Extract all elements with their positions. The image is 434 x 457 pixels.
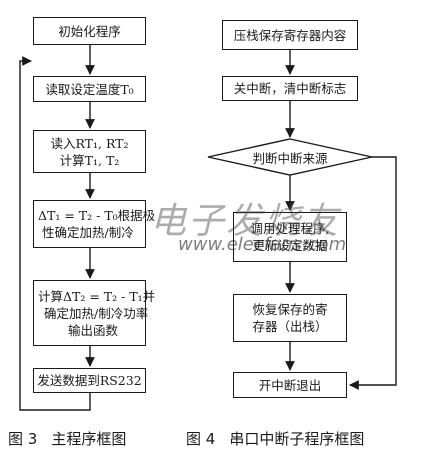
handler-box: 调用处理程序, 更新设定数据 bbox=[233, 212, 347, 262]
enable-exit-text: 开中断退出 bbox=[258, 377, 322, 393]
figure3-caption-num: 图 3 bbox=[8, 430, 38, 448]
decision-label: 判断中断来源 bbox=[252, 151, 328, 166]
read-rt-box: 读入RT₁, RT₂ 计算T₁, T₂ bbox=[33, 130, 146, 173]
delta-t1-line2: 性确定加热/制冷 bbox=[42, 225, 134, 240]
read-rt-line2: 计算T₁, T₂ bbox=[59, 152, 120, 168]
read-rt-line1: 读入RT₁, RT₂ bbox=[50, 135, 129, 151]
read-setpoint-box: 读取设定温度T₀ bbox=[33, 76, 146, 102]
figure4-caption-title: 串口中断子程序框图 bbox=[229, 430, 365, 448]
delta-t1-box: ΔT₁ = T₂ - T₀根据极 性确定加热/制冷 bbox=[33, 200, 155, 248]
init-program-box: 初始化程序 bbox=[33, 17, 146, 45]
send-rs232-text: 发送数据到RS232 bbox=[37, 373, 142, 388]
figure4-caption: 图 4 串口中断子程序框图 bbox=[186, 428, 364, 449]
bypass-branch-arrow bbox=[349, 156, 397, 390]
send-rs232-box: 发送数据到RS232 bbox=[33, 368, 146, 393]
enable-exit-box: 开中断退出 bbox=[233, 372, 347, 398]
disable-interrupt-box: 关中断，清中断标志 bbox=[222, 76, 358, 101]
push-stack-text: 压栈保存寄存器内容 bbox=[233, 27, 347, 43]
disable-interrupt-text: 关中断，清中断标志 bbox=[233, 81, 347, 96]
restore-line2: 存器（出栈） bbox=[252, 319, 328, 334]
figure3-caption-title: 主程序框图 bbox=[51, 430, 127, 448]
delta-t2-box: 计算ΔT₂ = T₂ - T₁并 确定加热/制冷功率 输出函数 bbox=[33, 280, 155, 346]
figure3-caption: 图 3 主程序框图 bbox=[8, 428, 126, 449]
delta-t2-line1: 计算ΔT₂ = T₂ - T₁并 bbox=[38, 288, 156, 304]
init-program-text: 初始化程序 bbox=[58, 23, 121, 39]
handler-line2: 更新设定数据 bbox=[252, 238, 328, 253]
handler-line1: 调用处理程序, bbox=[250, 221, 330, 236]
figure4-caption-num: 图 4 bbox=[186, 430, 216, 448]
restore-line1: 恢复保存的寄 bbox=[252, 302, 328, 317]
loop-back-arrow bbox=[19, 56, 91, 411]
delta-t1-line1: ΔT₁ = T₂ - T₀根据极 bbox=[38, 208, 156, 223]
delta-t2-line3: 输出函数 bbox=[68, 322, 119, 338]
read-setpoint-text: 读取设定温度T₀ bbox=[45, 81, 134, 97]
delta-t2-line2: 确定加热/制冷功率 bbox=[44, 305, 149, 321]
push-stack-box: 压栈保存寄存器内容 bbox=[222, 20, 358, 50]
restore-registers-box: 恢复保存的寄 存器（出栈） bbox=[233, 294, 347, 342]
